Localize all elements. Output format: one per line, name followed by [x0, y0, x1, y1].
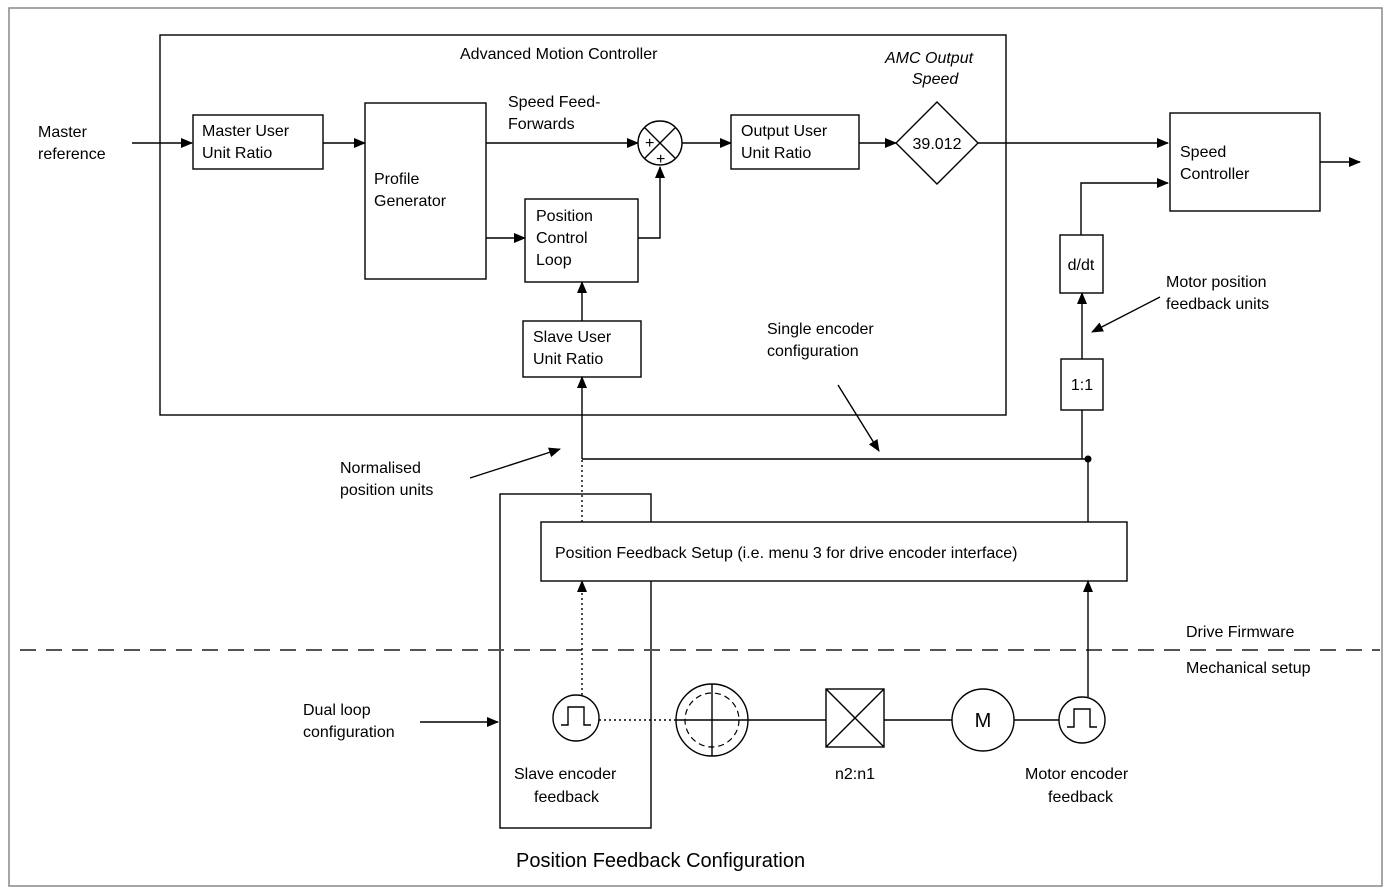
slave-ratio-block — [522, 320, 642, 378]
profile-generator-block — [364, 102, 487, 280]
drive-firmware-label: Drive Firmware — [1186, 624, 1295, 641]
position-loop-label-line1: Position — [536, 208, 593, 225]
motor-pos-units-line1: Motor position — [1166, 274, 1267, 291]
ddt-block — [1059, 234, 1104, 294]
feedback-setup-label: Position Feedback Setup (i.e. menu 3 for… — [555, 545, 1017, 562]
speed-ff-label-line1: Speed Feed- — [508, 94, 601, 111]
output-ratio-label-line1: Output User — [741, 123, 828, 140]
motor-pos-units-pointer — [1091, 296, 1161, 333]
load-symbol — [675, 683, 749, 757]
normalised-units-line2: position units — [340, 482, 433, 499]
master-ratio-label-line1: Master User — [202, 123, 290, 140]
motor-encoder-symbol — [1058, 696, 1106, 744]
motor-pos-units-line2: feedback units — [1166, 296, 1269, 313]
sum-plus-left: + — [645, 135, 654, 152]
gearbox-symbol — [825, 688, 885, 748]
position-loop-label-line3: Loop — [536, 252, 572, 269]
output-ratio-label-line2: Unit Ratio — [741, 145, 811, 162]
output-ratio-block — [730, 114, 860, 170]
slave-ratio-label-line2: Unit Ratio — [533, 351, 603, 368]
single-encoder-label-line2: configuration — [767, 343, 859, 360]
master-ratio-label-line2: Unit Ratio — [202, 145, 272, 162]
speed-controller-label-line2: Controller — [1180, 166, 1250, 183]
master-reference-label-line2: reference — [38, 146, 106, 163]
feedback-setup-block — [540, 521, 1128, 582]
speed-controller-label-line1: Speed — [1180, 144, 1226, 161]
diagram-title: Position Feedback Configuration — [516, 850, 805, 872]
one-to-one-label: 1:1 — [1071, 377, 1093, 394]
master-reference-label-line1: Master — [38, 124, 88, 141]
slave-ratio-label-line1: Slave User — [533, 329, 612, 346]
slave-encoder-label-line1: Slave encoder — [514, 766, 617, 783]
dual-loop-label-line2: configuration — [303, 724, 395, 741]
sum-plus-bottom: + — [656, 151, 665, 168]
gear-ratio-label: n2:n1 — [835, 766, 875, 783]
amc-boundary — [159, 34, 1007, 416]
profile-generator-label-line2: Generator — [374, 193, 447, 210]
dual-loop-label-line1: Dual loop — [303, 702, 371, 719]
speed-controller-block — [1169, 112, 1321, 212]
amc-output-speed-label-line2: Speed — [912, 71, 959, 88]
normalised-units-pointer — [469, 447, 561, 479]
profile-generator-label-line1: Profile — [374, 171, 419, 188]
amc-title: Advanced Motion Controller — [460, 46, 658, 63]
amc-output-speed-value: 39.012 — [913, 136, 962, 153]
speed-ff-label-line2: Forwards — [508, 116, 575, 133]
motor-encoder-label-line1: Motor encoder — [1025, 766, 1129, 783]
amc-output-speed-label-line1: AMC Output — [884, 50, 974, 67]
single-encoder-pointer — [837, 384, 880, 452]
loop-to-sum-arrow — [638, 166, 665, 239]
dual-loop-boundary — [499, 493, 652, 829]
slave-encoder-label-line2: feedback — [534, 789, 600, 806]
ddt-label: d/dt — [1068, 257, 1095, 274]
slave-encoder-symbol — [552, 694, 600, 742]
normalised-units-line1: Normalised — [340, 460, 421, 477]
one-to-one-block — [1060, 358, 1104, 411]
mechanical-setup-label: Mechanical setup — [1186, 660, 1311, 677]
position-loop-label-line2: Control — [536, 230, 588, 247]
ddt-to-speed-controller-arrow — [1080, 178, 1169, 235]
master-ratio-block — [192, 114, 324, 170]
motor-encoder-label-line2: feedback — [1048, 789, 1114, 806]
diagram-frame — [8, 7, 1383, 887]
motor-label: M — [975, 710, 992, 732]
single-encoder-label-line1: Single encoder — [767, 321, 874, 338]
